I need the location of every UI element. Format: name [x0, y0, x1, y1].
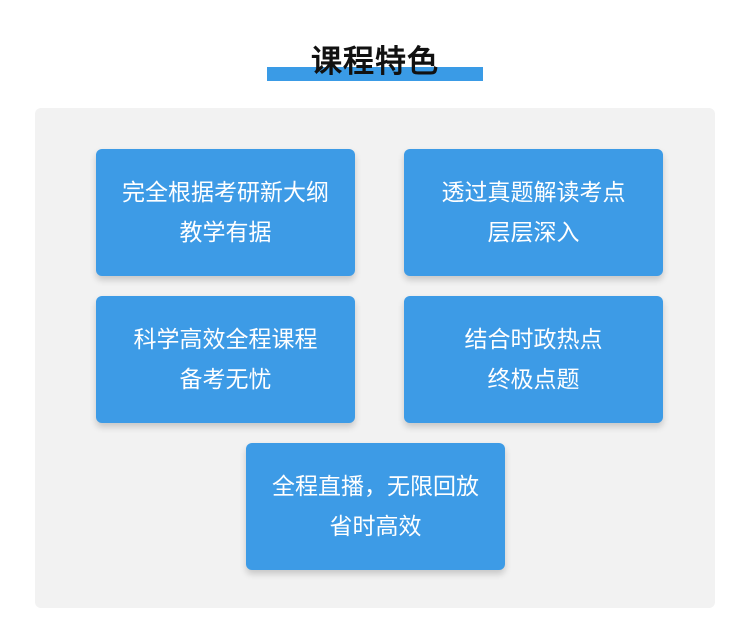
- feature-card-line-1: 结合时政热点: [464, 326, 603, 353]
- feature-card-current-affairs: 结合时政热点 终极点题: [404, 296, 663, 423]
- feature-card-line-1: 透过真题解读考点: [441, 179, 626, 206]
- feature-card-full-course: 科学高效全程课程 备考无忧: [96, 296, 355, 423]
- section-header: 课程特色: [0, 0, 750, 100]
- feature-card-line-1: 科学高效全程课程: [133, 326, 318, 353]
- feature-card-line-1: 完全根据考研新大纲: [122, 179, 329, 206]
- feature-card-line-2: 教学有据: [179, 219, 272, 246]
- feature-card-live-replay: 全程直播，无限回放 省时高效: [246, 443, 505, 570]
- feature-card-syllabus: 完全根据考研新大纲 教学有据: [96, 149, 355, 276]
- feature-card-line-2: 层层深入: [487, 219, 580, 246]
- feature-card-line-2: 备考无忧: [179, 366, 272, 393]
- feature-card-exam-analysis: 透过真题解读考点 层层深入: [404, 149, 663, 276]
- feature-card-line-1: 全程直播，无限回放: [272, 473, 479, 500]
- title-underline: [267, 67, 483, 81]
- section-title: 课程特色: [311, 44, 439, 80]
- feature-card-line-2: 省时高效: [329, 513, 422, 540]
- feature-card-line-2: 终极点题: [487, 366, 580, 393]
